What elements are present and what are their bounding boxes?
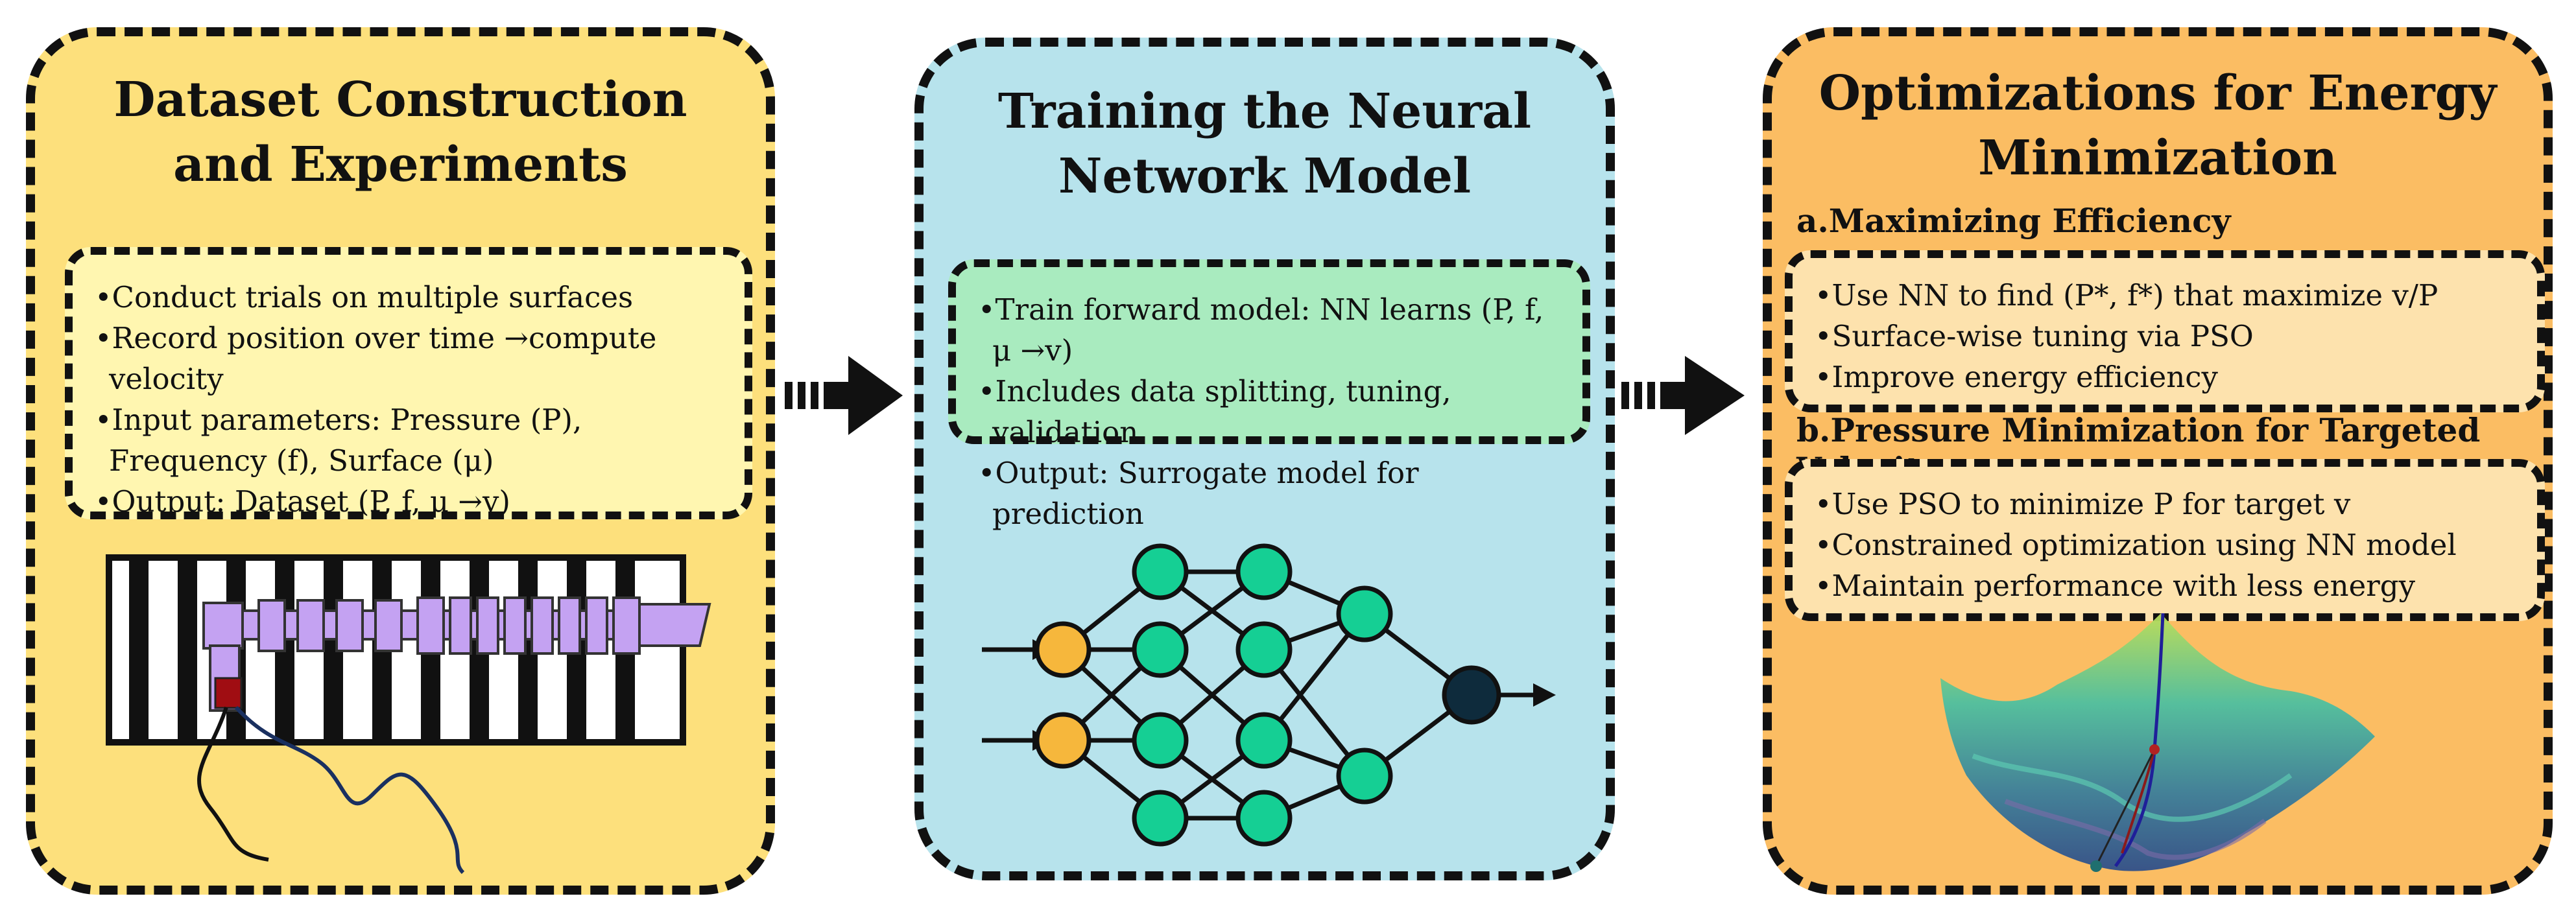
optimization-surface-illustration <box>1940 613 2375 872</box>
bullet-item: Train forward model: NN learns (P, f, μ … <box>978 289 1563 371</box>
soft-robot-on-surface-illustration <box>106 554 711 875</box>
neural-network-training-panel: Training the Neural Network Model Train … <box>914 38 1615 880</box>
bullet-item: Use PSO to minimize P for target v <box>1815 484 2518 524</box>
experiment-bullet-box: Conduct trials on multiple surfaces Reco… <box>65 247 752 519</box>
training-bullet-box: Train forward model: NN learns (P, f, μ … <box>948 259 1590 531</box>
efficiency-bullet-box: Use NN to find (P*, f*) that maximize v/… <box>1785 250 2545 412</box>
neural-network-diagram <box>982 543 1556 847</box>
bullet-item: Surface-wise tuning via PSO <box>1815 316 2518 357</box>
arrow-right-icon <box>785 356 903 435</box>
bullet-item: Improve energy efficiency <box>1815 357 2518 397</box>
arrow-right-icon <box>1621 356 1745 435</box>
pressure-bullet-box: Use PSO to minimize P for target v Const… <box>1785 459 2545 621</box>
bullet-item: Constrained optimization using NN model <box>1815 524 2518 565</box>
bullet-item: Includes data splitting, tuning, validat… <box>978 371 1563 453</box>
bullet-item: Output: Surrogate model for prediction <box>978 453 1563 534</box>
bullet-item: Conduct trials on multiple surfaces <box>95 277 725 318</box>
panel-title: Dataset Construction and Experiments <box>113 72 687 193</box>
bullet-item: Output: Dataset (P, f, μ →v) <box>95 481 725 522</box>
bullet-item: Record position over time →compute veloc… <box>95 318 725 399</box>
energy-optimization-panel: Optimizations for Energy Minimization a.… <box>1763 27 2553 895</box>
bullet-item: Input parameters: Pressure (P), Frequenc… <box>95 399 725 481</box>
section-heading: a.Maximizing Efficiency <box>1796 202 2231 240</box>
bullet-item: Maintain performance with less energy <box>1815 565 2518 606</box>
panel-title: Optimizations for Energy Minimization <box>1819 65 2497 186</box>
dataset-construction-panel: Dataset Construction and Experiments Con… <box>26 27 775 895</box>
bullet-item: Use NN to find (P*, f*) that maximize v/… <box>1815 275 2518 316</box>
panel-title: Training the Neural Network Model <box>997 84 1532 204</box>
